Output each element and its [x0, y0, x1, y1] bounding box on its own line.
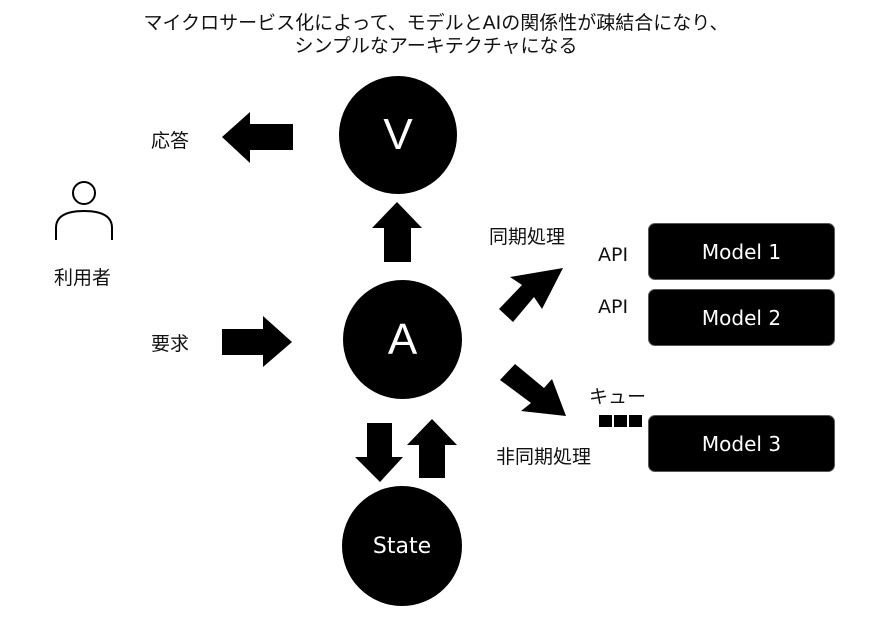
- response-arrow: [222, 112, 293, 163]
- request-label: 要求: [151, 333, 190, 355]
- queue-cell: [614, 415, 627, 427]
- user-label: 利用者: [54, 267, 112, 289]
- api-label-1: API: [598, 244, 629, 266]
- model-1-box: Model 1: [648, 223, 835, 280]
- diagram-title: マイクロサービス化によって、モデルとAIの関係性が疎結合になり、 シンプルなアー…: [0, 12, 872, 58]
- sync-arrow: [499, 268, 563, 322]
- response-label: 応答: [151, 130, 190, 152]
- node-v-label: V: [383, 110, 413, 159]
- a-to-v-arrow: [372, 202, 422, 262]
- user-icon: [55, 181, 113, 240]
- state-to-a-arrow: [407, 419, 457, 478]
- async-arrow: [500, 364, 566, 416]
- queue-cell: [629, 415, 642, 427]
- request-arrow: [222, 316, 292, 367]
- queue-label: キュー: [589, 386, 647, 408]
- api-label-2: API: [598, 296, 629, 318]
- node-state-label: State: [372, 533, 432, 559]
- model-3-box: Model 3: [648, 415, 835, 472]
- model-2-box: Model 2: [648, 289, 835, 346]
- node-v: V: [339, 76, 457, 194]
- node-a: A: [343, 280, 462, 399]
- async-label: 非同期処理: [496, 446, 592, 468]
- node-state: State: [342, 486, 462, 606]
- node-a-label: A: [387, 314, 418, 364]
- a-to-state-arrow: [355, 423, 403, 482]
- title-line-2: シンプルなアーキテクチャになる: [294, 35, 578, 57]
- sync-label: 同期処理: [489, 226, 566, 248]
- queue-cell: [599, 415, 612, 427]
- title-line-1: マイクロサービス化によって、モデルとAIの関係性が疎結合になり、: [143, 12, 729, 34]
